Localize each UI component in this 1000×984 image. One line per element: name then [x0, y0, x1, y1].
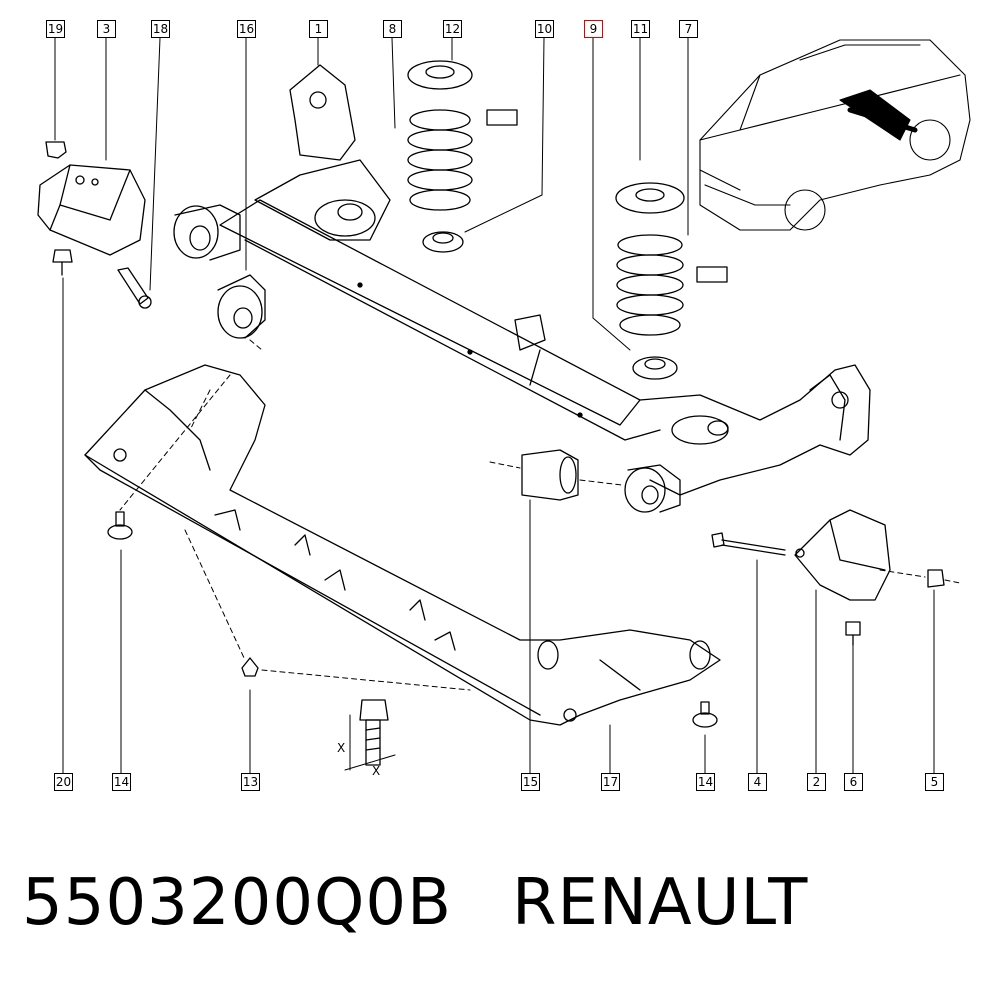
part-number: 5503200Q0B	[22, 866, 453, 940]
callout-7: 7	[679, 20, 698, 38]
parts-diagram: X X	[37, 37, 971, 778]
callout-1: 1	[309, 20, 328, 38]
dimension-label-x-horizontal: X	[372, 764, 380, 778]
part-10-seat	[422, 231, 464, 253]
callout-20: 20	[54, 773, 73, 791]
callout-13: 13	[241, 773, 260, 791]
caption: 5503200Q0B RENAULT	[22, 858, 808, 948]
bolt-dimension-sketch	[344, 699, 396, 771]
leader-lines	[54, 37, 935, 776]
part-14-rivet-left	[107, 511, 133, 540]
part-8-spring	[407, 109, 518, 211]
callout-15: 15	[521, 773, 540, 791]
part-2-bracket	[794, 509, 891, 601]
callout-8: 8	[383, 20, 402, 38]
axle-bushing-right	[624, 464, 681, 513]
callout-9: 9	[584, 20, 603, 38]
part-12-seat	[407, 60, 473, 90]
callout-5: 5	[925, 773, 944, 791]
callout-2: 2	[807, 773, 826, 791]
part-16-bushing-lower	[217, 274, 266, 339]
part-6-bolt	[845, 621, 861, 646]
callout-6: 6	[844, 773, 863, 791]
part-20-bolt	[52, 249, 73, 276]
part-13-clip	[241, 657, 259, 677]
part-14-rivet-right	[692, 701, 718, 728]
callout-3: 3	[97, 20, 116, 38]
car-illustration	[699, 39, 971, 231]
part-15-bushing	[521, 449, 579, 501]
callout-19: 19	[46, 20, 65, 38]
part-18-bolt	[117, 267, 152, 309]
part-19-nut	[45, 141, 67, 159]
callout-18: 18	[151, 20, 170, 38]
callout-11: 11	[631, 20, 650, 38]
part-16-bushing-upper	[173, 204, 241, 261]
part-5-nut	[927, 569, 945, 588]
callout-14-right: 14	[696, 773, 715, 791]
callout-14-left: 14	[112, 773, 131, 791]
callout-16: 16	[237, 20, 256, 38]
part-3-bracket	[37, 164, 146, 256]
callout-10: 10	[535, 20, 554, 38]
dimension-label-x-vertical: X	[337, 741, 345, 755]
callout-12: 12	[443, 20, 462, 38]
brand-name: RENAULT	[512, 866, 809, 940]
callout-4: 4	[748, 773, 767, 791]
part-4-bolt	[711, 532, 786, 556]
assembly-dashes	[119, 339, 961, 691]
part-1-axle-beam	[219, 64, 871, 496]
part-17-cover	[84, 364, 721, 726]
part-7-spring	[616, 234, 728, 336]
part-9-seat	[632, 356, 678, 380]
part-11-seat	[615, 182, 685, 214]
callout-17: 17	[601, 773, 620, 791]
